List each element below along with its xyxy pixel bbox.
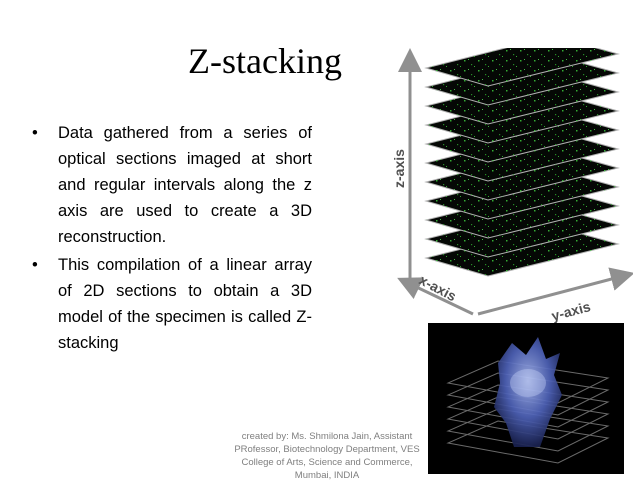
- bullet-item: • This compilation of a linear array of …: [30, 252, 312, 356]
- bullet-item: • Data gathered from a series of optical…: [30, 120, 312, 250]
- z-stack-figure: z-axis x-axis y-axis: [391, 48, 633, 324]
- credit-text: created by: Ms. Shmilona Jain, Assistant…: [234, 431, 420, 481]
- section-signal: [426, 112, 618, 162]
- section-signal: [426, 188, 618, 238]
- bullet-text: Data gathered from a series of optical s…: [58, 124, 312, 246]
- section-signal: [426, 226, 618, 276]
- section-signal: [426, 169, 618, 219]
- section-signal: [426, 150, 618, 200]
- section-signal: [426, 131, 618, 181]
- 3d-reconstruction-image: [428, 323, 624, 474]
- z-axis-label: z-axis: [391, 149, 407, 188]
- x-axis-arrow: [397, 277, 474, 316]
- bullet-marker: •: [32, 256, 38, 274]
- section-signal: [426, 93, 618, 143]
- render-blob: [494, 337, 562, 447]
- section-signal: [426, 74, 618, 124]
- section-signal: [426, 207, 618, 257]
- bullet-text: This compilation of a linear array of 2D…: [58, 256, 312, 352]
- optical-section-stack: [424, 48, 620, 277]
- bullet-marker: •: [32, 124, 38, 142]
- slide-title: Z-stacking: [188, 41, 342, 81]
- bullet-list: • Data gathered from a series of optical…: [30, 120, 312, 358]
- section-signal: [426, 55, 618, 105]
- y-axis-label: y-axis: [550, 298, 593, 324]
- y-axis-arrow: [477, 267, 633, 316]
- section-signal: [426, 48, 618, 86]
- x-axis-label: x-axis: [417, 272, 460, 305]
